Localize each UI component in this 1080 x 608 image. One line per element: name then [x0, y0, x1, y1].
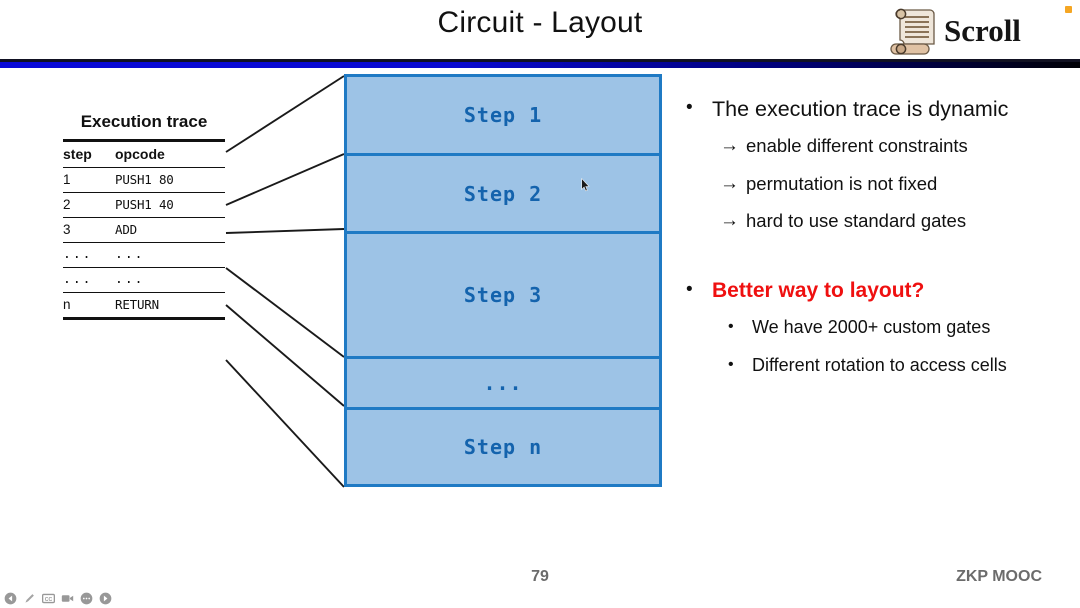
- cell-step: 2: [63, 197, 71, 212]
- forward-arrow-icon[interactable]: [99, 592, 112, 605]
- sub-bullet-item: • We have 2000+ custom gates: [728, 317, 1076, 339]
- sub-bullet-item: → enable different constraints: [720, 135, 1076, 158]
- table-row: 1 PUSH1 80: [63, 168, 225, 193]
- column-header-step: step: [63, 146, 92, 162]
- cell-step: 1: [63, 172, 71, 187]
- sub-bullet-text: permutation is not fixed: [746, 172, 938, 194]
- sub-bullet-item: → hard to use standard gates: [720, 210, 1076, 233]
- step-box-2[interactable]: Step 2: [344, 153, 662, 231]
- table-row: 3 ADD: [63, 218, 225, 243]
- sub-bullet-text: We have 2000+ custom gates: [752, 316, 991, 337]
- scroll-parchment-icon: [890, 8, 935, 55]
- arrow-right-icon: →: [720, 172, 739, 194]
- bullet-group2-heading: • Better way to layout?: [686, 278, 1076, 304]
- table-row: ... ...: [63, 243, 225, 268]
- cell-step: n: [63, 297, 71, 312]
- cell-step: 3: [63, 222, 71, 237]
- bullet-glyph-icon: •: [728, 317, 734, 335]
- arrow-right-icon: →: [720, 134, 739, 156]
- trace-caption: Execution trace: [80, 112, 208, 131]
- pen-icon[interactable]: [23, 592, 36, 605]
- mouse-cursor-icon: [581, 178, 590, 192]
- sub-bullet-text: Different rotation to access cells: [752, 355, 1007, 376]
- footer-course-label: ZKP MOOC: [956, 568, 1042, 585]
- closed-caption-icon[interactable]: CC: [42, 592, 55, 605]
- more-options-icon[interactable]: [80, 592, 93, 605]
- corner-marker-dot: [1065, 6, 1072, 13]
- video-camera-icon[interactable]: [61, 592, 74, 605]
- sub-bullet-item: • Different rotation to access cells: [728, 355, 1076, 377]
- column-header-opcode: opcode: [115, 146, 165, 162]
- cell-opcode: ADD: [115, 222, 137, 237]
- cell-opcode: PUSH1 80: [115, 172, 174, 187]
- divider-blue-rule: [0, 62, 1080, 68]
- page-number: 79: [531, 568, 549, 585]
- table-head: step opcode: [63, 140, 225, 168]
- step-box-1[interactable]: Step 1: [344, 74, 662, 153]
- sub-bullet-text: enable different constraints: [746, 134, 968, 156]
- arrow-right-icon: →: [720, 210, 739, 232]
- scroll-logo: Scroll: [890, 2, 1070, 58]
- bullet-glyph-icon: •: [728, 356, 734, 374]
- back-arrow-icon[interactable]: [4, 592, 17, 605]
- bullet-glyph-icon: •: [686, 97, 693, 118]
- player-toolbar[interactable]: CC: [4, 592, 112, 605]
- table-row: 2 PUSH1 40: [63, 193, 225, 218]
- step-box-ellipsis[interactable]: ...: [344, 356, 662, 407]
- divider-dark-rule: [0, 59, 1080, 62]
- bullet-text-highlight: Better way to layout?: [712, 279, 925, 303]
- sub-bullet-text: hard to use standard gates: [746, 210, 967, 232]
- execution-trace-table: Execution trace step opcode 1 PUSH1 80 2…: [63, 112, 225, 320]
- bullet-text: The execution trace is dynamic: [712, 97, 1009, 121]
- cell-step: ...: [63, 272, 93, 287]
- cell-opcode: ...: [115, 247, 145, 262]
- table-row: ... ...: [63, 268, 225, 293]
- svg-text:CC: CC: [45, 597, 53, 603]
- cell-step: ...: [63, 247, 93, 262]
- page-title: Circuit - Layout: [437, 6, 643, 39]
- bullet-group1-heading: • The execution trace is dynamic: [686, 96, 1076, 123]
- step-box-n[interactable]: Step n: [344, 407, 662, 487]
- bullet-glyph-icon: •: [686, 279, 693, 301]
- table-body: 1 PUSH1 80 2 PUSH1 40 3 ADD ... ... ...: [63, 168, 225, 319]
- table-row: n RETURN: [63, 293, 225, 319]
- bullet-panel: • The execution trace is dynamic → enabl…: [686, 96, 1076, 394]
- logo-text: Scroll: [944, 12, 1021, 48]
- sub-bullet-item: → permutation is not fixed: [720, 173, 1076, 196]
- cell-opcode: RETURN: [115, 297, 159, 312]
- cell-opcode: ...: [115, 272, 145, 287]
- step-stack: Step 1 Step 2 Step 3 ... Step n: [344, 74, 662, 487]
- table-header-row: step opcode: [63, 140, 225, 168]
- step-box-3[interactable]: Step 3: [344, 231, 662, 356]
- cell-opcode: PUSH1 40: [115, 197, 174, 212]
- bullet-group-spacer: [686, 248, 1076, 278]
- trace-table: step opcode 1 PUSH1 80 2 PUSH1 40 3 ADD: [63, 139, 225, 320]
